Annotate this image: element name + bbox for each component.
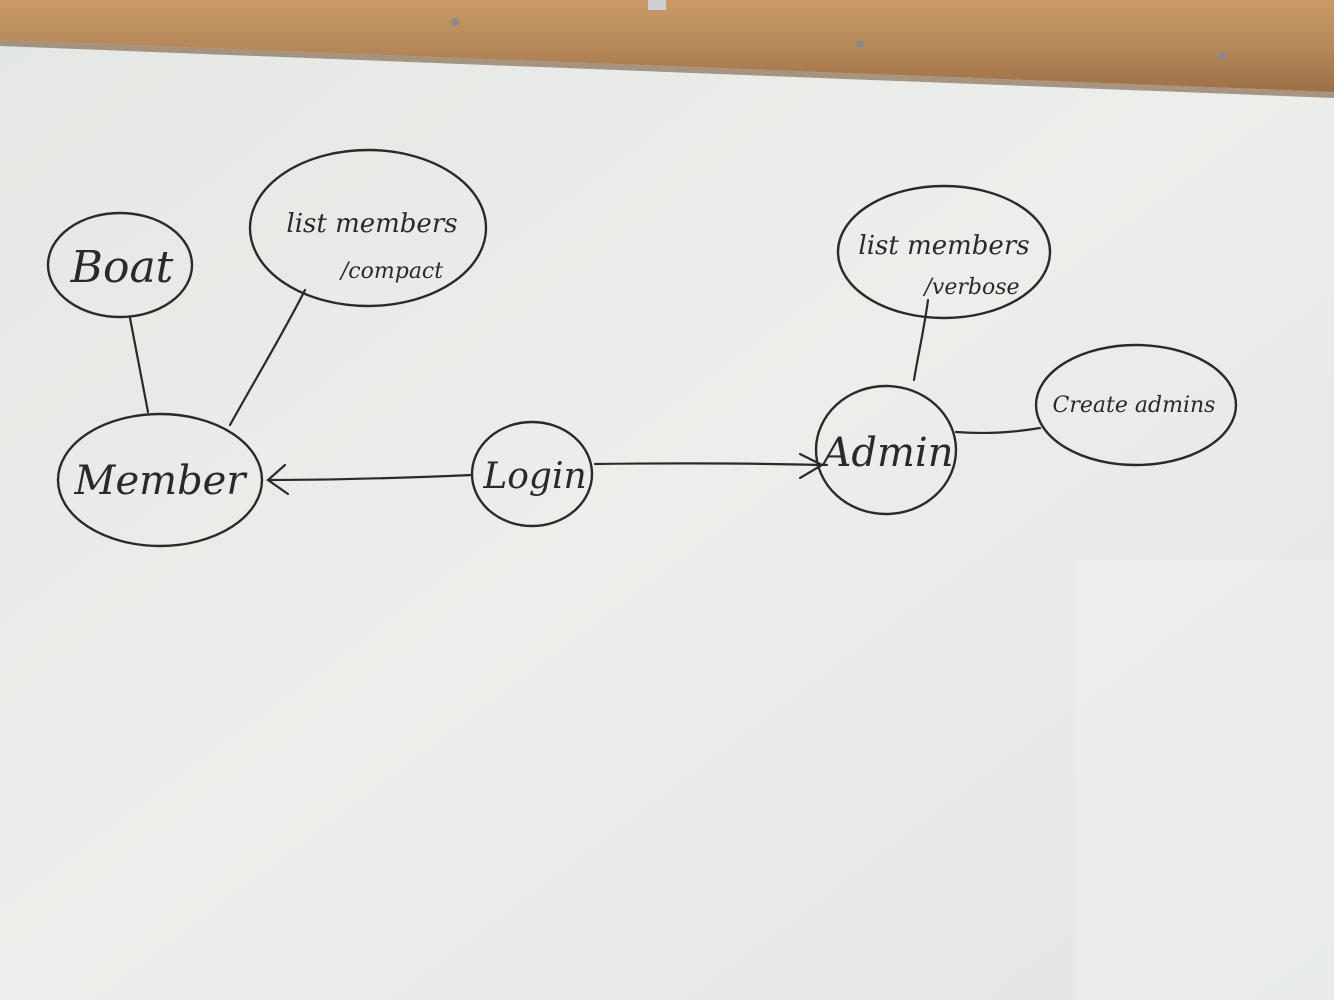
- light-reflection: [1075, 560, 1334, 1000]
- edge-verbose-admin: [912, 298, 930, 382]
- label-list-compact-1: list members: [286, 209, 457, 239]
- edge-boat-member: [128, 316, 150, 414]
- edge-login-member: [268, 473, 474, 482]
- screw-3: [1218, 52, 1226, 60]
- label-boat: Boat: [70, 242, 174, 293]
- edge-login-admin: [593, 462, 822, 467]
- wood-rail-shadow: [0, 40, 1334, 98]
- rail-bracket: [648, 0, 666, 10]
- screw-2: [856, 40, 864, 48]
- label-list-verbose-2: /verbose: [922, 275, 1019, 300]
- arrowhead-admin: [798, 452, 825, 480]
- label-list-verbose-1: list members: [858, 231, 1029, 261]
- arrowhead-member: [266, 463, 290, 496]
- label-login: Login: [482, 456, 586, 497]
- node-admin: [814, 384, 958, 516]
- edge-admin-create: [954, 426, 1042, 435]
- node-list-compact: [248, 148, 488, 308]
- node-boat: [46, 211, 194, 319]
- screw-1: [451, 18, 459, 26]
- edge-compact-member: [228, 288, 307, 427]
- label-create-admins: Create admins: [1053, 393, 1216, 418]
- label-list-compact-2: /compact: [339, 259, 443, 284]
- node-outlines: [46, 148, 1238, 548]
- label-member: Member: [74, 458, 249, 504]
- node-member: [56, 412, 264, 548]
- node-login: [470, 420, 594, 528]
- node-create-admins: [1034, 343, 1238, 467]
- wood-rail: [0, 0, 1334, 92]
- label-admin: Admin: [819, 430, 954, 476]
- connectors: [128, 288, 1042, 496]
- node-list-verbose: [836, 184, 1052, 320]
